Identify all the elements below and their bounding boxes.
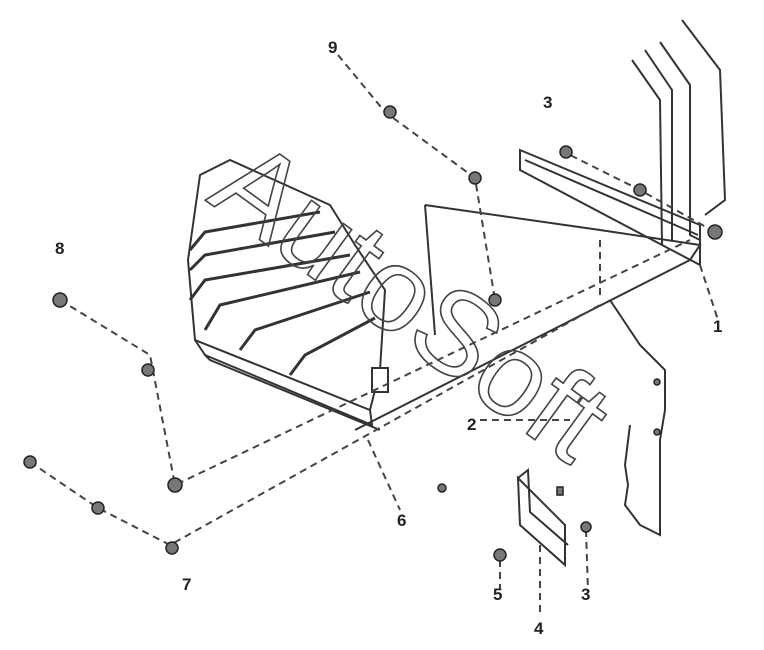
bolt <box>556 486 564 496</box>
callout-4: 4 <box>534 619 544 638</box>
bolt <box>383 105 397 119</box>
fasteners <box>23 105 723 562</box>
callout-9: 9 <box>328 38 337 57</box>
tread-slots <box>188 210 376 376</box>
bolt <box>633 183 647 197</box>
bolt <box>437 483 447 493</box>
bolt <box>493 548 507 562</box>
callouts: 1 2 3 3 4 5 6 7 8 9 <box>55 38 722 638</box>
bolt <box>580 521 592 533</box>
callout-2: 2 <box>467 415 476 434</box>
bolt <box>23 455 37 469</box>
callout-6: 6 <box>397 511 406 530</box>
side-bracket <box>609 299 666 537</box>
bolt <box>488 293 502 307</box>
callout-3-top: 3 <box>543 93 552 112</box>
callout-3-bottom: 3 <box>581 585 590 604</box>
bolt <box>165 541 179 555</box>
callout-7: 7 <box>182 575 191 594</box>
bolt <box>141 363 155 377</box>
callout-1: 1 <box>713 317 722 336</box>
bolt <box>167 477 183 493</box>
upright-frame <box>519 19 727 267</box>
bolt <box>91 501 105 515</box>
bolt <box>468 171 482 185</box>
callout-5: 5 <box>493 585 502 604</box>
bolt <box>52 292 68 308</box>
callout-8: 8 <box>55 239 64 258</box>
bolt <box>707 224 723 240</box>
mounting-plate <box>516 467 569 568</box>
floor-plate <box>186 158 389 431</box>
bolt <box>559 145 573 159</box>
